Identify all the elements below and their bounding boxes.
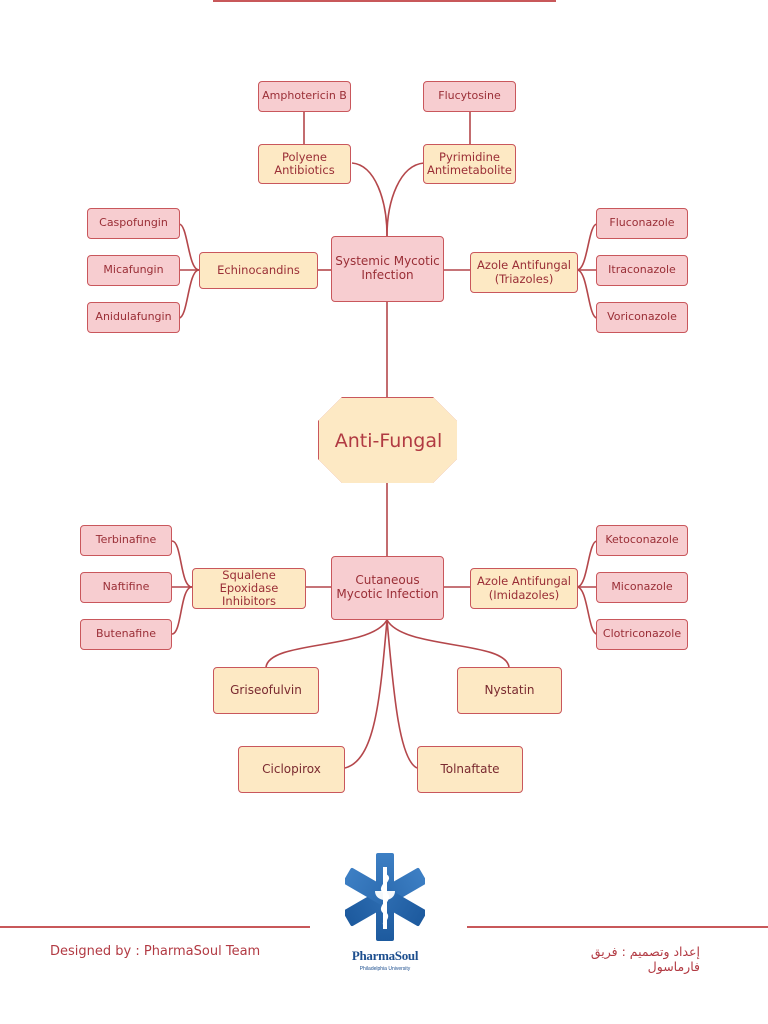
connector-imidazoles-ketoconazole: [576, 540, 598, 588]
footer-divider-left: [0, 926, 310, 928]
star-of-life-icon: [343, 853, 427, 941]
hub-cutaneous-mycotic-infection: Cutaneous Mycotic Infection: [331, 556, 444, 620]
root-anti-fungal: Anti-Fungal: [318, 397, 457, 483]
class-squalene-epoxidase-inhibitors: Squalene Epoxidase Inhibitors: [192, 568, 306, 609]
drug-micafungin: Micafungin: [87, 255, 180, 286]
top-divider: [213, 0, 556, 2]
drug-amphotericin-b: Amphotericin B: [258, 81, 351, 112]
drug-anidulafungin: Anidulafungin: [87, 302, 180, 333]
connector-cutaneous-griseofulvin: [265, 619, 388, 668]
connector-echino-anidulafungin: [178, 269, 200, 319]
hub-systemic-mycotic-infection: Systemic Mycotic Infection: [331, 236, 444, 302]
connector-systemic-polyene: [351, 162, 388, 237]
class-pyrimidine-antimetabolite: Pyrimidine Antimetabolite: [423, 144, 516, 184]
drug-ciclopirox: Ciclopirox: [238, 746, 345, 793]
class-azole-triazoles: Azole Antifungal (Triazoles): [470, 252, 578, 293]
connector-imidazoles-clotriconazole: [576, 586, 598, 635]
class-echinocandins: Echinocandins: [199, 252, 318, 289]
drug-caspofungin: Caspofungin: [87, 208, 180, 239]
footer-credit-english: Designed by : PharmaSoul Team: [50, 944, 261, 959]
drug-clotriconazole: Clotriconazole: [596, 619, 688, 650]
connector-squalene-butenafine: [171, 586, 193, 635]
connector-cutaneous-ciclopirox: [344, 619, 388, 769]
drug-voriconazole: Voriconazole: [596, 302, 688, 333]
class-azole-imidazoles: Azole Antifungal (Imidazoles): [470, 568, 578, 609]
drug-griseofulvin: Griseofulvin: [213, 667, 319, 714]
drug-naftifine: Naftifine: [80, 572, 172, 603]
footer-credit-arabic: إعداد وتصميم : فريق فارماسول: [590, 944, 700, 974]
connector-systemic-pyrimidine: [386, 162, 425, 237]
drug-flucytosine: Flucytosine: [423, 81, 516, 112]
drug-tolnaftate: Tolnaftate: [417, 746, 523, 793]
drug-terbinafine: Terbinafine: [80, 525, 172, 556]
drug-nystatin: Nystatin: [457, 667, 562, 714]
footer-divider-right: [467, 926, 768, 928]
drug-ketoconazole: Ketoconazole: [596, 525, 688, 556]
connector-squalene-terbinafine: [171, 540, 193, 588]
class-polyene-antibiotics: Polyene Antibiotics: [258, 144, 351, 184]
drug-miconazole: Miconazole: [596, 572, 688, 603]
logo-wordmark: PharmaSoul: [351, 948, 419, 963]
connector-cutaneous-nystatin: [386, 619, 510, 668]
drug-butenafine: Butenafine: [80, 619, 172, 650]
drug-fluconazole: Fluconazole: [596, 208, 688, 239]
connector-echino-caspofungin: [178, 223, 200, 271]
connector-cutaneous-tolnaftate: [386, 619, 418, 769]
pharmasoul-logo: PharmaSoul Philadelphia University: [343, 852, 427, 982]
drug-itraconazole: Itraconazole: [596, 255, 688, 286]
connector-azole-fluconazole: [576, 223, 598, 271]
connector-azole-voriconazole: [576, 269, 598, 319]
logo-subtitle: Philadelphia University: [359, 966, 411, 972]
